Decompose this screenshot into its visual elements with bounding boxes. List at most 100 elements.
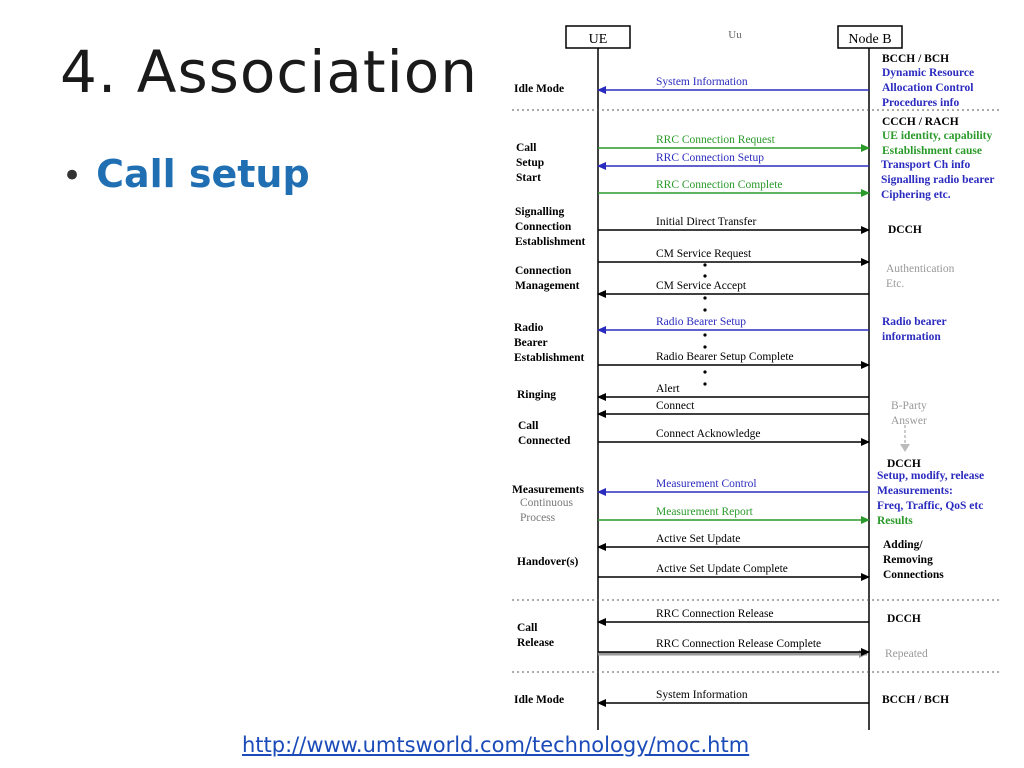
message-arrow: CM Service Accept — [597, 280, 869, 298]
nodeb-note: DCCH — [888, 224, 922, 236]
message-arrow: RRC Connection Setup — [597, 152, 869, 170]
message-arrow: System Information — [597, 689, 869, 707]
phase-label: Setup — [516, 157, 544, 169]
nodeb-note: Ciphering etc. — [881, 189, 951, 201]
bullet-marker: • — [62, 156, 83, 196]
message-arrow: Radio Bearer Setup — [597, 316, 869, 334]
nodeb-box — [837, 25, 903, 49]
phase-label: Ringing — [517, 389, 556, 401]
nodeb-note: Establishment cause — [882, 145, 982, 157]
message-label: RRC Connection Request — [656, 134, 776, 146]
message-arrow: Connect Acknowledge — [598, 428, 870, 446]
phase-label: Idle Mode — [514, 694, 564, 706]
bullet-text: Call setup — [96, 152, 310, 196]
ue-label: UE — [589, 32, 608, 47]
message-label: CM Service Request — [656, 248, 752, 260]
bullet-item: • Call setup — [62, 152, 310, 196]
nodeb-note: Transport Ch info — [881, 159, 970, 171]
nodeb-note: Connections — [883, 569, 944, 581]
phase-label: Establishment — [515, 236, 585, 248]
message-arrow: RRC Connection Release — [597, 608, 869, 626]
phase-label: Signalling — [515, 206, 564, 218]
message-label: Measurement Report — [656, 506, 754, 518]
nodeb-note: Radio bearer — [882, 316, 947, 328]
message-label: Connect — [656, 400, 695, 412]
nodeb-note: Measurements: — [877, 485, 953, 497]
message-arrow: Initial Direct Transfer — [598, 216, 870, 234]
message-arrow: RRC Connection Request — [598, 134, 870, 152]
phase-label: Call — [517, 622, 537, 634]
message-label: RRC Connection Release — [656, 608, 774, 620]
message-label: Active Set Update — [656, 533, 740, 545]
nodeb-note: Allocation Control — [882, 82, 973, 94]
message-arrow: Radio Bearer Setup Complete — [598, 351, 870, 369]
nodeb-note: Repeated — [885, 648, 928, 660]
phase-label: Radio — [514, 322, 544, 334]
message-label: Connect Acknowledge — [656, 428, 760, 440]
message-arrow: Active Set Update — [597, 533, 869, 551]
phase-label: Release — [517, 637, 554, 649]
nodeb-note: Setup, modify, release — [877, 470, 984, 482]
message-label: CM Service Accept — [656, 280, 747, 292]
nodeb-note: Dynamic Resource — [882, 67, 974, 79]
nodeb-note: DCCH — [887, 458, 921, 470]
nodeb-note: B-Party — [891, 400, 927, 412]
message-arrow: Alert — [597, 383, 869, 401]
phase-label: Management — [515, 280, 580, 292]
nodeb-note: Authentication — [886, 263, 955, 275]
phase-label: Idle Mode — [514, 83, 564, 95]
nodeb-note: BCCH / BCH — [882, 694, 949, 706]
message-arrow: Connect — [597, 400, 869, 418]
message-label: RRC Connection Complete — [656, 179, 783, 191]
message-label: System Information — [656, 689, 748, 701]
phase-label: Continuous — [520, 497, 574, 509]
nodeb-note: information — [882, 331, 941, 343]
phase-label: Establishment — [514, 352, 584, 364]
phase-label: Connected — [518, 435, 571, 447]
slide-title: 4. Association — [60, 38, 479, 106]
message-arrow: Measurement Report — [598, 506, 870, 524]
message-label: RRC Connection Release Complete — [656, 638, 821, 650]
nodeb-note: CCCH / RACH — [882, 116, 959, 128]
source-link[interactable]: http://www.umtsworld.com/technology/moc.… — [242, 733, 750, 757]
continuation-dots — [703, 263, 707, 386]
message-arrow: Active Set Update Complete — [598, 563, 870, 581]
message-arrow: CM Service Request — [598, 248, 870, 266]
nodeb-note: Results — [877, 515, 913, 527]
nodeb-note: DCCH — [887, 613, 921, 625]
nodeb-note: BCCH / BCH — [882, 53, 949, 65]
phase-label: Connection — [515, 265, 572, 277]
phase-label: Start — [516, 172, 541, 184]
message-label: Initial Direct Transfer — [656, 216, 756, 228]
phase-label: Call — [518, 420, 538, 432]
message-label: Alert — [656, 383, 680, 395]
nodeb-note: Freq, Traffic, QoS etc — [877, 500, 983, 512]
message-label: Measurement Control — [656, 478, 757, 490]
phase-label: Bearer — [514, 337, 548, 349]
message-label: RRC Connection Setup — [656, 152, 764, 164]
message-arrow: RRC Connection Complete — [598, 179, 870, 197]
phase-label: Call — [516, 142, 536, 154]
phase-label: Measurements — [512, 484, 584, 496]
nodeb-note: Etc. — [886, 278, 904, 290]
message-arrow: System Information — [597, 76, 869, 94]
message-label: Radio Bearer Setup — [656, 316, 746, 328]
message-arrow: Measurement Control — [597, 478, 869, 496]
nodeb-note: Adding/ — [883, 539, 923, 551]
interface-label: Uu — [728, 29, 742, 41]
b-party-arrowhead — [900, 444, 910, 452]
nodeb-note: Procedures info — [882, 97, 959, 109]
nodeb-note: UE identity, capability — [882, 130, 992, 142]
message-label: Active Set Update Complete — [656, 563, 788, 575]
nodeb-label: Node B — [848, 32, 891, 47]
nodeb-note: Signalling radio bearer — [881, 174, 995, 186]
phase-label: Handover(s) — [517, 556, 579, 568]
message-arrow: RRC Connection Release Complete — [598, 638, 870, 658]
phase-label: Process — [520, 512, 556, 524]
nodeb-note: Answer — [891, 415, 927, 427]
message-label: System Information — [656, 76, 748, 88]
message-label: Radio Bearer Setup Complete — [656, 351, 794, 363]
nodeb-note: Removing — [883, 554, 933, 566]
